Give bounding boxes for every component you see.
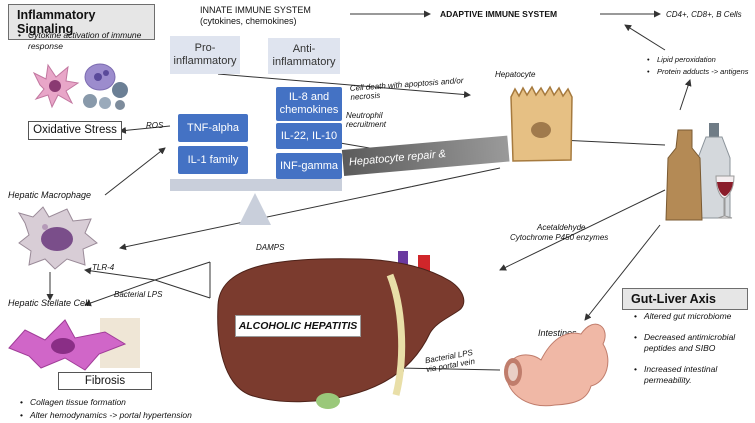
ros-label: ROS [146,121,164,130]
cyp450-label: Cytochrome P450 enzymes [510,233,609,242]
stellate-cell-illustration [8,318,140,371]
bullet-cytokine-activation: Cytokine activation of immune response [18,30,168,52]
pro-inflammatory-pill: Pro-inflammatory [170,36,240,74]
hepatocyte-illustration [510,85,573,162]
gut-liver-axis-title: Gut-Liver Axis [622,288,748,310]
adaptive-bullets: Lipid peroxidation Protein adducts -> an… [645,55,755,79]
bullet-lipid-peroxidation: Lipid peroxidation [647,55,755,65]
bullet-collagen: Collagen tissue formation [20,397,270,408]
il22-il10-box: IL-22, IL-10 [276,123,342,149]
hepatic-macrophage-label: Hepatic Macrophage [8,190,92,200]
intestines-label: Intestines [538,328,577,338]
bullet-protein-adducts: Protein adducts -> antigens [647,67,755,77]
immune-cells-illustration [32,63,128,110]
innate-line1: INNATE IMMUNE SYSTEM [200,5,311,15]
tlr4-label: TLR-4 [92,263,115,272]
bullet-gut-microbiome: Altered gut microbiome [634,311,755,322]
bullet-antimicrobial: Decreased antimicrobial peptides and SIB… [634,332,755,354]
fibrosis-bullets: Collagen tissue formation Alter hemodyna… [18,397,270,423]
bullet-hemodynamics: Alter hemodynamics -> portal hypertensio… [20,410,270,421]
innate-immune-system: INNATE IMMUNE SYSTEM (cytokines, chemoki… [200,5,311,27]
inf-gamma-box: INF-gamma [276,153,342,179]
tnf-alpha-box: TNF-alpha [178,114,248,142]
alcoholic-hepatitis-label: ALCOHOLIC HEPATITIS [235,315,361,337]
anti-inflammatory-pill: Anti-inflammatory [268,38,340,74]
balance-scale [170,179,342,225]
intestines-illustration [504,323,609,407]
gut-liver-bullets: Altered gut microbiome Decreased antimic… [632,311,755,388]
innate-line2: (cytokines, chemokines) [200,16,297,26]
pro-inflammatory-label: Pro-inflammatory [173,42,237,67]
hepatic-stellate-label: Hepatic Stellate Cell [8,298,90,308]
anti-inflammatory-label: Anti-inflammatory [272,43,336,68]
neutrophil-recruitment-label: Neutrophil recruitment [346,111,387,129]
oxidative-stress-box: Oxidative Stress [28,121,122,140]
bullet-permeability: Increased intestinal permeability. [634,364,755,386]
macrophage-illustration [17,206,98,270]
adaptive-cells: CD4+, CD8+, B Cells [666,10,742,19]
damps-label: DAMPS [256,243,285,252]
alcohol-bottles-illustration [665,123,735,221]
adaptive-immune-system: ADAPTIVE IMMUNE SYSTEM [440,9,558,19]
fibrosis-box: Fibrosis [58,372,152,390]
il1-family-box: IL-1 family [178,146,248,174]
inflammatory-signaling-bullets: Cytokine activation of immune response [16,30,168,54]
acetaldehyde-label: Acetaldehyde [537,223,586,232]
il8-chemokines-box: IL-8 and chemokines [276,87,342,121]
hepatocyte-label: Hepatocyte [495,70,536,79]
bacterial-lps-label: Bacterial LPS [114,290,163,299]
